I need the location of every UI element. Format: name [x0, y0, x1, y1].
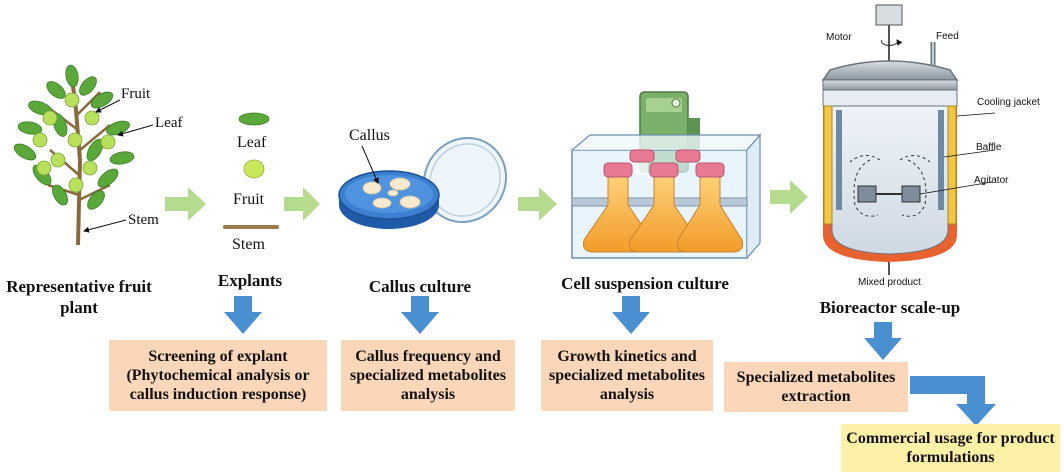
callus-pointer: [361, 145, 379, 184]
petri-dish-illustration: [338, 136, 508, 229]
growth-kinetics-box: Growth kinetics and specialized metaboli…: [541, 340, 713, 411]
green-arrow-2: [284, 187, 320, 221]
green-arrow-4: [770, 180, 808, 214]
blue-arrow-bioreactor: [864, 322, 902, 360]
blue-arrow-callus: [401, 296, 439, 334]
explant-fruit-label: Fruit: [233, 191, 265, 208]
fruit-explant: [243, 159, 265, 179]
plant-title: Representative fruit plant: [6, 277, 152, 317]
motor-label: Motor: [826, 32, 852, 43]
green-arrow-3: [518, 187, 557, 221]
blue-arrow-suspension: [612, 296, 650, 334]
baffle-pointer: [943, 149, 996, 158]
baffle-label: Baffle: [976, 142, 1002, 153]
stem-explant: [223, 225, 279, 229]
stem-pointer: [83, 219, 127, 233]
extraction-box: Specialized metabolites extraction: [724, 362, 908, 412]
cooling-jacket-pointer: [956, 112, 996, 117]
fruit-pointer: [95, 99, 121, 113]
commercial-usage-box: Commercial usage for product formulation…: [841, 424, 1060, 472]
agitator-pointer: [919, 181, 993, 195]
blue-arrow-explants: [224, 296, 262, 334]
leaf-explant: [238, 112, 270, 126]
explant-leaf-label: Leaf: [237, 134, 267, 151]
explant-screening-box: Screening of explant (Phytochemical anal…: [109, 340, 327, 411]
shaker-incubator-illustration: [571, 91, 762, 259]
feed-label: Feed: [936, 31, 959, 42]
plant-leaf-label: Leaf: [155, 115, 183, 131]
callus-analysis-box: Callus frequency and specialized metabol…: [341, 340, 515, 411]
suspension-title: Cell suspension culture: [561, 274, 729, 293]
bioreactor-title: Bioreactor scale-up: [819, 298, 961, 317]
plant-fruit-label: Fruit: [121, 86, 151, 102]
explant-stem-label: Stem: [232, 236, 265, 253]
bioreactor-illustration: [821, 4, 959, 275]
explants-title: Explants: [217, 271, 283, 290]
mixed-product-label: Mixed product: [858, 277, 921, 288]
cooling-jacket-label: Cooling jacket: [977, 97, 1040, 108]
blue-elbow-arrow: [910, 376, 996, 426]
green-arrow-1: [165, 187, 206, 221]
plant-stem-label: Stem: [128, 212, 159, 228]
leaf-pointer: [117, 124, 154, 137]
agitator-label: Agitator: [974, 175, 1009, 186]
fruit-plant-illustration: [13, 64, 135, 246]
callus-title: Callus culture: [368, 277, 472, 296]
callus-label: Callus: [349, 127, 390, 144]
